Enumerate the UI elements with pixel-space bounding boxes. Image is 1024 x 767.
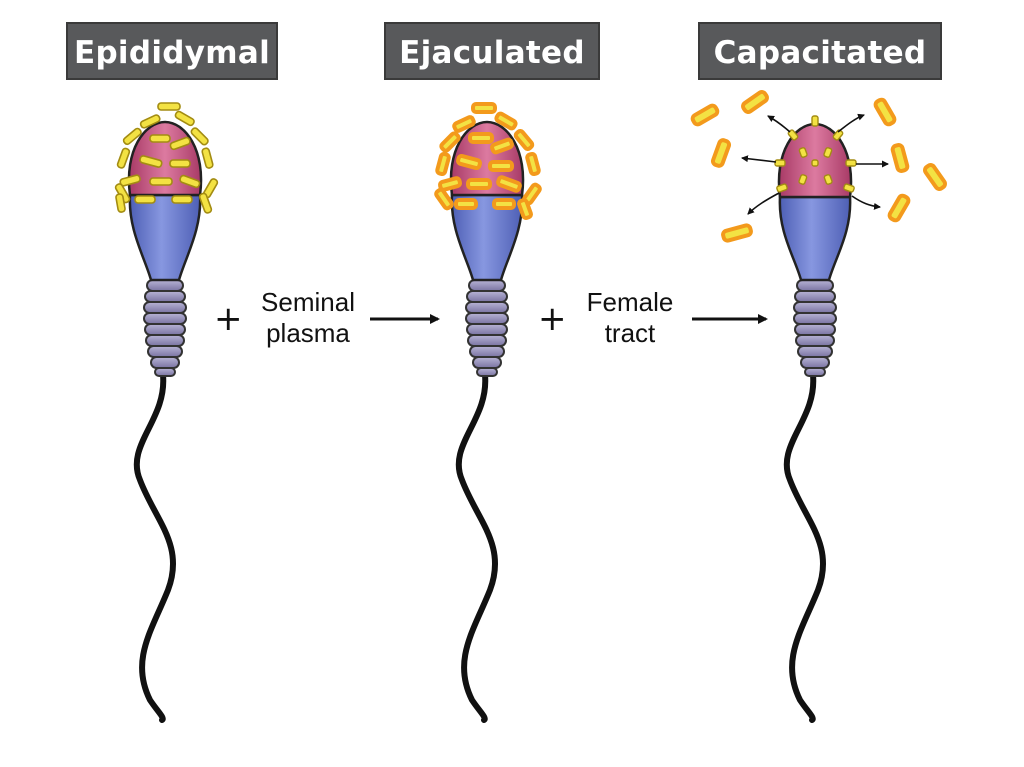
tail [455,372,498,723]
neck-rings [793,279,837,377]
tail [783,372,826,723]
midpiece [778,195,852,282]
coated-proteins [434,102,542,220]
surface-proteins [114,102,219,214]
stage-label-ejaculated: Ejaculated [384,22,600,80]
stage-label-capacitated: Capacitated [698,22,942,80]
sperm-ejaculated [434,102,542,723]
release-arrows [741,113,889,215]
transition-label-2: Female tract [572,287,688,349]
transition-label-1-line1: Seminal [261,287,355,317]
plus-sign-2: + [538,299,567,339]
midpiece [450,193,524,282]
midpiece [128,193,202,282]
transition-label-2-line2: tract [604,318,656,348]
transition-label-2-line1: Female [586,287,674,317]
residual-protein-stubs [774,115,857,193]
neck-rings [143,279,187,377]
sperm-capacitated [690,90,947,723]
released-proteins [690,90,947,243]
tail [133,372,176,723]
neck-rings [465,279,509,377]
plus-sign-1: + [214,299,243,339]
sperm-epididymal [114,102,219,723]
transition-label-1: Seminal plasma [248,287,368,349]
transition-label-1-line2: plasma [266,318,350,348]
stage-label-epididymal: Epididymal [66,22,278,80]
